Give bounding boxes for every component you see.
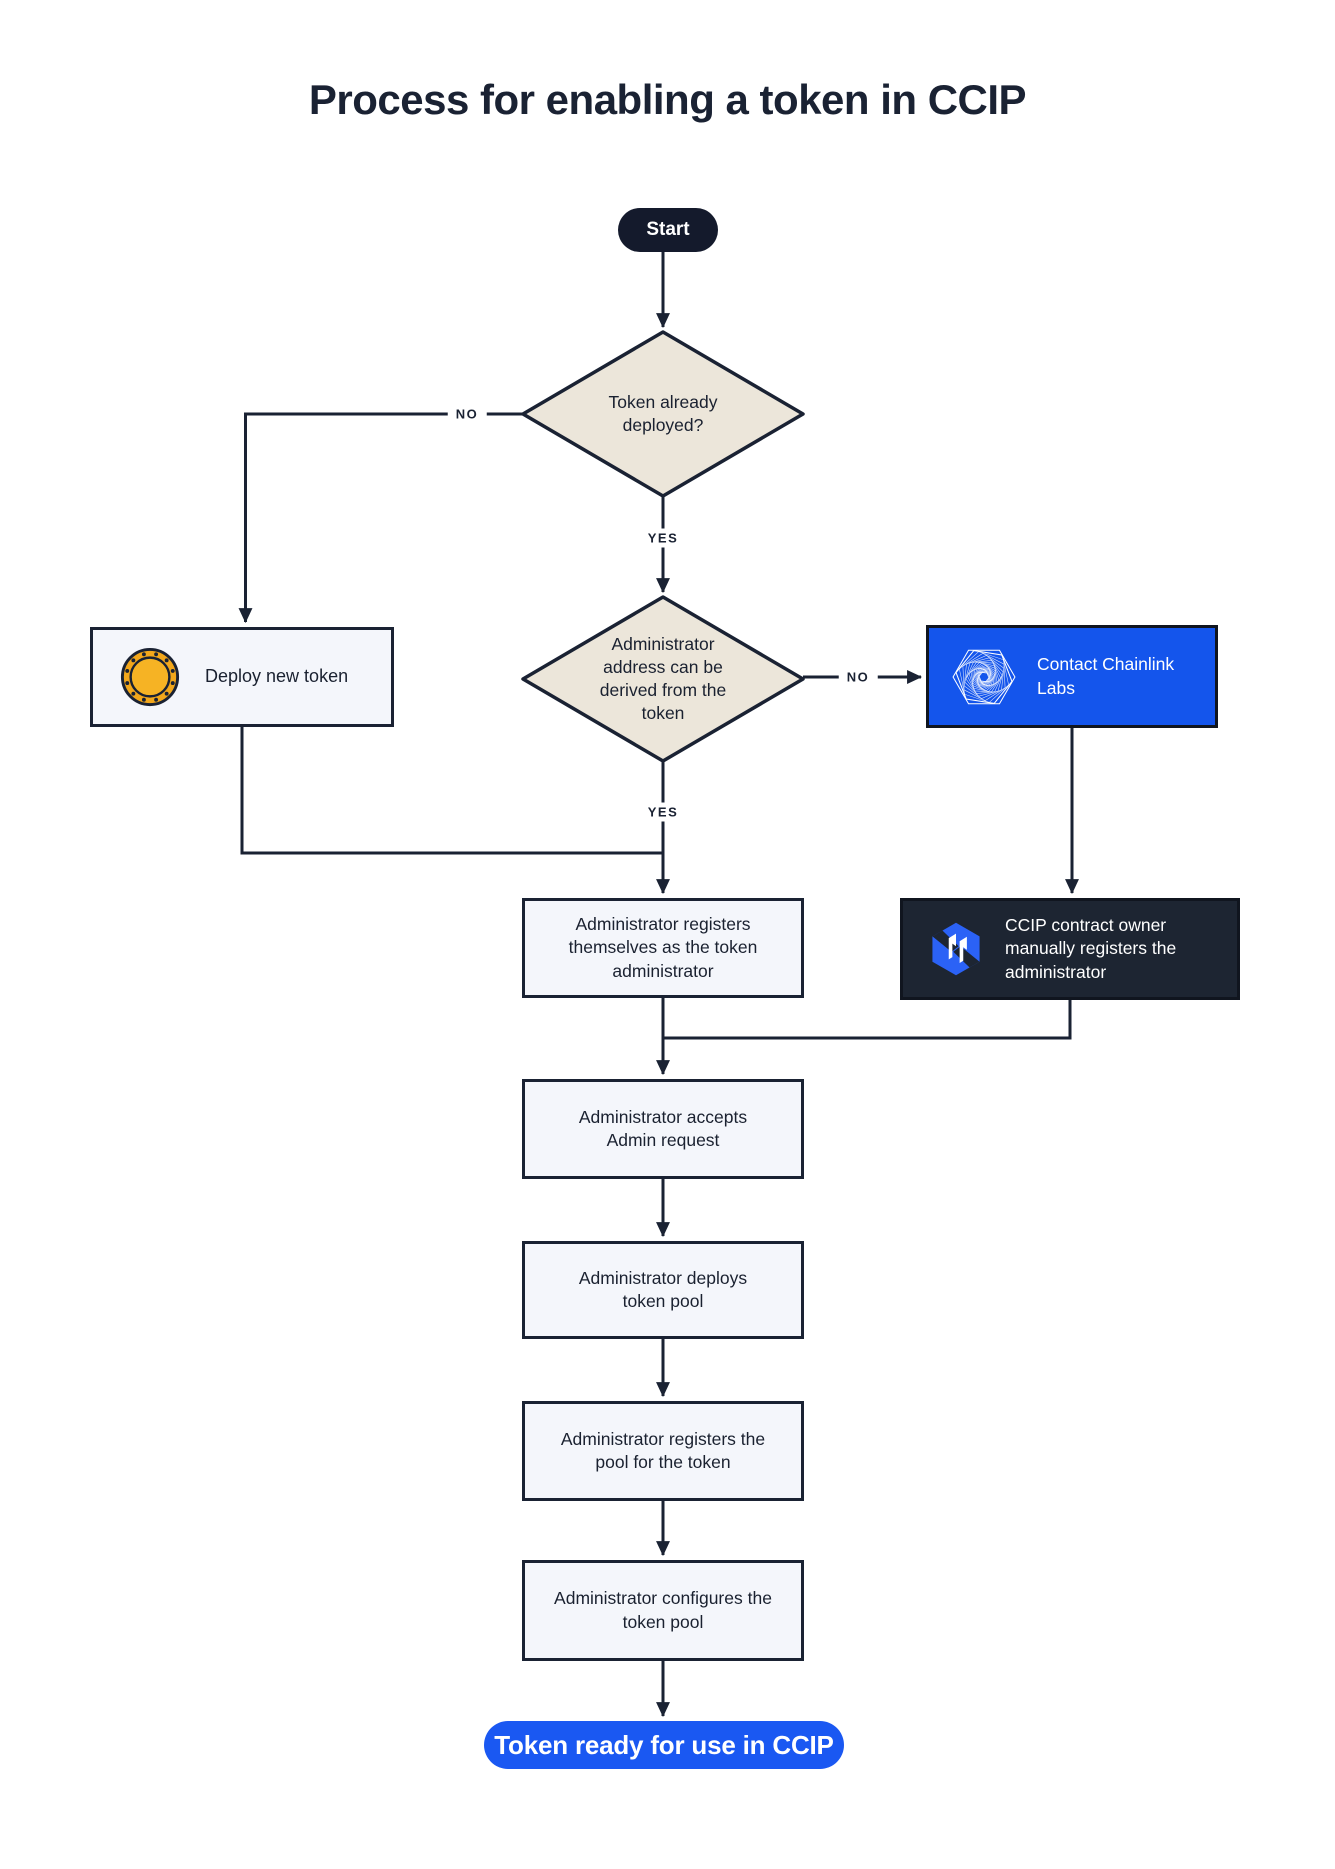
- chainlink-logo: [952, 649, 1016, 704]
- token-ready-node: Token ready for use in CCIP: [484, 1721, 844, 1769]
- page-title: Process for enabling a token in CCIP: [308, 76, 1027, 123]
- edge-deploy-to-merge: [240, 727, 663, 855]
- start-node: Start: [618, 208, 718, 252]
- admin-accepts-node: Administrator accepts Admin request: [522, 1079, 804, 1179]
- ccip-owner-registers-label: CCIP contract owner manually registers t…: [1005, 915, 1177, 982]
- admin-configures-pool-node: Administrator configures the token pool: [522, 1560, 804, 1661]
- contact-chainlink-node: Contact Chainlink Labs: [926, 625, 1218, 728]
- decision-token-deployed-shape: [521, 330, 805, 498]
- edge-label-yes-1: YES: [639, 528, 687, 548]
- token-ready-label: Token ready for use in CCIP: [494, 1729, 834, 1760]
- ccip-logo: [932, 922, 980, 976]
- edge-ccip-to-merge: [663, 1000, 1072, 1040]
- coin-dots: [125, 652, 175, 702]
- chainlink-logo-swirl: [952, 649, 1016, 704]
- edge-label-no-2: NO: [838, 667, 878, 687]
- admin-registers-label: Administrator registers themselves as th…: [568, 914, 758, 981]
- coin-icon: [120, 647, 180, 707]
- admin-configures-pool-label: Administrator configures the token pool: [554, 1588, 772, 1632]
- decision-token-deployed-label: Token already deployed?: [608, 391, 718, 435]
- admin-registers-pool-node: Administrator registers the pool for the…: [522, 1401, 804, 1501]
- deploy-new-token-label: Deploy new token: [205, 666, 349, 687]
- decision-admin-address-label: Administrator address can be derived fro…: [599, 633, 727, 724]
- admin-deploys-pool-label: Administrator deploys token pool: [578, 1267, 748, 1311]
- start-label: Start: [646, 219, 690, 240]
- edge-decision1-no-to-deploy: [238, 412, 523, 624]
- edge-label-yes-2: YES: [639, 802, 687, 822]
- admin-registers-pool-label: Administrator registers the pool for the…: [560, 1428, 766, 1472]
- ccip-owner-registers-node: CCIP contract owner manually registers t…: [900, 898, 1240, 1000]
- decision-admin-address-shape: [521, 595, 805, 763]
- deploy-new-token-node: Deploy new token: [90, 627, 394, 727]
- edge-label-no-1: NO: [447, 404, 487, 424]
- admin-registers-node: Administrator registers themselves as th…: [522, 898, 804, 998]
- admin-accepts-label: Administrator accepts Admin request: [578, 1106, 748, 1150]
- contact-chainlink-label: Contact Chainlink Labs: [1037, 654, 1175, 698]
- admin-deploys-pool-node: Administrator deploys token pool: [522, 1241, 804, 1339]
